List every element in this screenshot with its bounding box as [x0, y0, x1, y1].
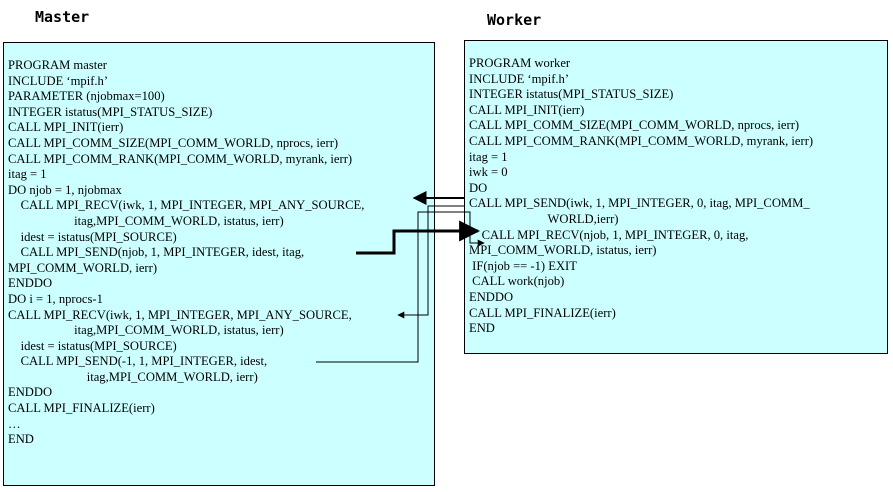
- worker-code-line: WORLD,ierr): [469, 211, 619, 226]
- worker-code-line: IF(njob == -1) EXIT: [469, 258, 577, 273]
- worker-code-line: CALL work(njob): [469, 274, 565, 289]
- worker-code-line: INTEGER istatus(MPI_STATUS_SIZE): [469, 87, 674, 102]
- master-code-line: ENDDO: [8, 276, 53, 291]
- master-code-line: PROGRAM master: [8, 58, 108, 72]
- master-code-line: itag = 1: [8, 167, 47, 182]
- master-code-line: CALL MPI_SEND(-1, 1, MPI_INTEGER, idest,: [8, 354, 268, 369]
- master-code-line: INCLUDE ‘mpif.h’: [8, 73, 109, 88]
- master-code-line: DO i = 1, nprocs-1: [8, 291, 103, 306]
- worker-code-line: CALL MPI_COMM_RANK(MPI_COMM_WORLD, myran…: [469, 133, 814, 148]
- master-code-line: CALL MPI_COMM_SIZE(MPI_COMM_WORLD, nproc…: [8, 135, 339, 150]
- worker-code-line: CALL MPI_COMM_SIZE(MPI_COMM_WORLD, nproc…: [469, 118, 800, 133]
- master-code-line: idest = istatus(MPI_SOURCE): [8, 229, 177, 244]
- master-code-line: itag,MPI_COMM_WORLD, istatus, ierr): [8, 213, 284, 228]
- worker-code-line: CALL MPI_SEND(iwk, 1, MPI_INTEGER, 0, it…: [469, 196, 810, 211]
- worker-code-line: itag = 1: [469, 149, 508, 164]
- master-code-line: CALL MPI_SEND(njob, 1, MPI_INTEGER, ides…: [8, 245, 305, 260]
- master-code-line: CALL MPI_FINALIZE(ierr): [8, 401, 155, 416]
- master-title: Master: [35, 8, 90, 26]
- worker-code-line: MPI_COMM_WORLD, istatus, ierr): [469, 243, 657, 258]
- master-code-line: idest = istatus(MPI_SOURCE): [8, 338, 177, 353]
- master-code-line: END: [8, 432, 34, 447]
- worker-code-line: CALL MPI_INIT(ierr): [469, 102, 585, 117]
- master-code-line: CALL MPI_RECV(iwk, 1, MPI_INTEGER, MPI_A…: [8, 307, 352, 322]
- master-code-line: itag,MPI_COMM_WORLD, ierr): [8, 369, 258, 384]
- worker-code-line: END: [469, 321, 495, 336]
- worker-code-line: CALL MPI_FINALIZE(ierr): [469, 305, 616, 320]
- master-code-line: DO njob = 1, njobmax: [8, 182, 122, 197]
- master-code-line: CALL MPI_INIT(ierr): [8, 120, 124, 135]
- worker-title: Worker: [487, 11, 542, 29]
- worker-code-line: ENDDO: [469, 289, 514, 304]
- worker-code-line: iwk = 0: [469, 165, 508, 180]
- worker-code-line: INCLUDE ‘mpif.h’: [469, 71, 570, 86]
- worker-code-line: DO: [469, 180, 488, 195]
- worker-code-line: CALL MPI_RECV(njob, 1, MPI_INTEGER, 0, i…: [469, 227, 749, 242]
- master-code-line: …: [8, 416, 21, 431]
- master-code-line: itag,MPI_COMM_WORLD, istatus, ierr): [8, 323, 284, 338]
- worker-code-line: PROGRAM worker: [469, 56, 571, 70]
- master-code-line: ENDDO: [8, 385, 53, 400]
- master-code-line: MPI_COMM_WORLD, ierr): [8, 260, 158, 275]
- master-code-line: PARAMETER (njobmax=100): [8, 89, 165, 104]
- master-code-line: CALL MPI_RECV(iwk, 1, MPI_INTEGER, MPI_A…: [8, 198, 365, 213]
- master-code-line: INTEGER istatus(MPI_STATUS_SIZE): [8, 104, 213, 119]
- master-code-line: CALL MPI_COMM_RANK(MPI_COMM_WORLD, myran…: [8, 151, 353, 166]
